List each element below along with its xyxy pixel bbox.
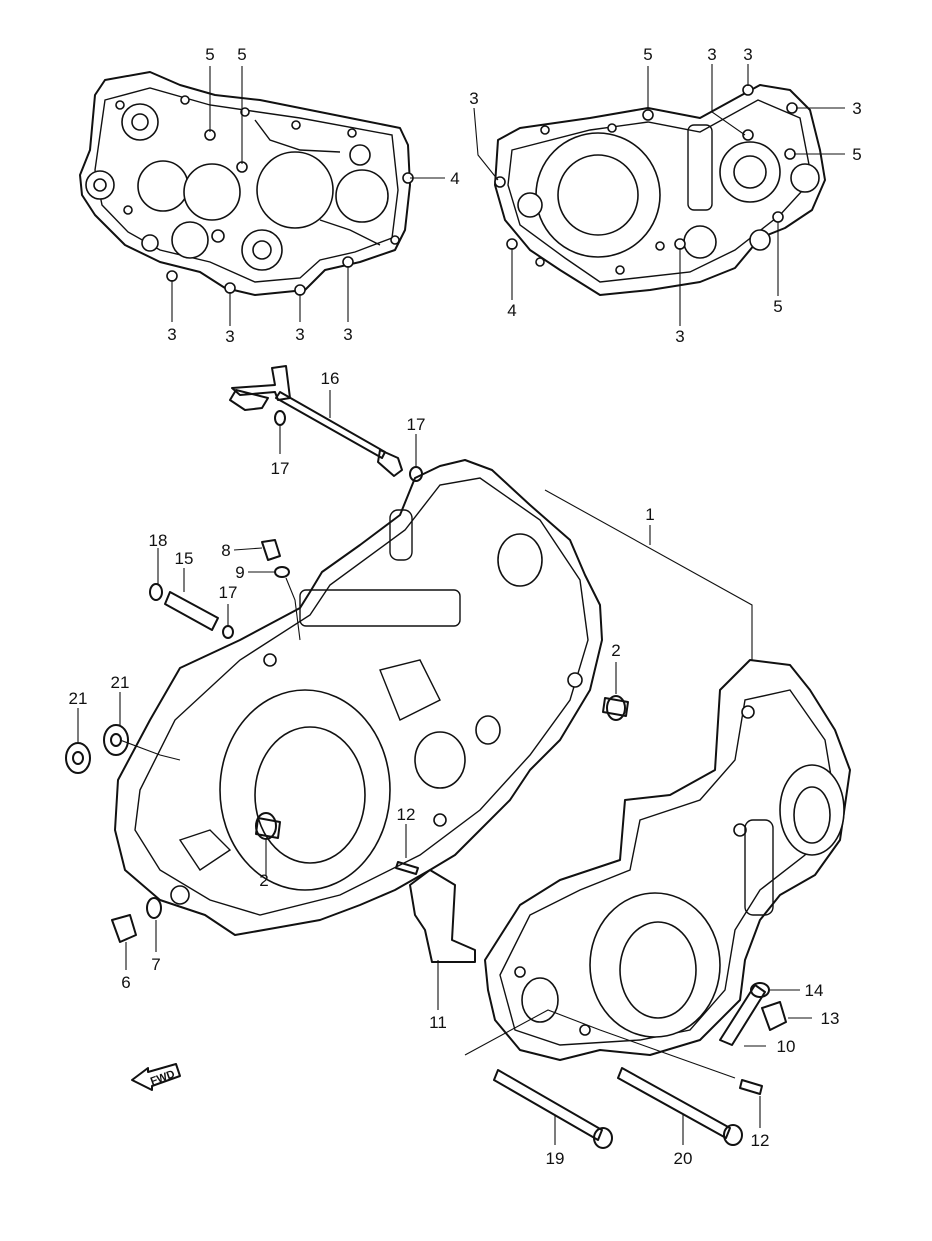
oil-pipe-assembly <box>229 365 423 482</box>
callout-5: 5 <box>773 297 782 316</box>
callout-14: 14 <box>805 981 824 1000</box>
case-bolt-hole-markers <box>115 95 414 296</box>
callout-8: 8 <box>221 541 230 560</box>
callout-9: 9 <box>235 563 244 582</box>
case-bolt-hole-markers <box>494 84 798 275</box>
leader-lines <box>77 64 845 1145</box>
callout-11: 11 <box>429 1013 447 1032</box>
callout-5: 5 <box>852 145 861 164</box>
left-crankcase-inner-view <box>79 71 414 296</box>
callout-21: 21 <box>69 689 88 708</box>
callout-17: 17 <box>271 459 290 478</box>
callout-12: 12 <box>751 1131 770 1150</box>
callout-3: 3 <box>225 327 234 346</box>
callout-10: 10 <box>777 1037 796 1056</box>
left-crankcase-half <box>114 459 603 936</box>
forward-direction-arrow: FWD <box>131 1063 181 1091</box>
callout-3: 3 <box>343 325 352 344</box>
callout-6: 6 <box>121 973 130 992</box>
callout-12: 12 <box>397 805 416 824</box>
callout-labels: 5 5 4 3 3 3 3 5 3 3 3 5 3 4 5 3 16 17 17… <box>69 45 862 1168</box>
callout-5: 5 <box>237 45 246 64</box>
callout-19: 19 <box>546 1149 565 1168</box>
callout-5: 5 <box>205 45 214 64</box>
right-crankcase-inner-view <box>494 84 826 296</box>
callout-2: 2 <box>259 871 268 890</box>
callout-3: 3 <box>469 89 478 108</box>
callout-3: 3 <box>707 45 716 64</box>
callout-7: 7 <box>151 955 160 974</box>
callout-3: 3 <box>852 99 861 118</box>
small-parts <box>65 539 787 1149</box>
callout-3: 3 <box>295 325 304 344</box>
right-crankcase-half <box>484 659 851 1061</box>
callout-2: 2 <box>611 641 620 660</box>
callout-21: 21 <box>111 673 130 692</box>
callout-16: 16 <box>321 369 340 388</box>
callout-18: 18 <box>149 531 168 550</box>
callout-3: 3 <box>675 327 684 346</box>
callout-20: 20 <box>674 1149 693 1168</box>
callout-5: 5 <box>643 45 652 64</box>
callout-1: 1 <box>645 505 654 524</box>
callout-4: 4 <box>507 301 516 320</box>
callout-4: 4 <box>450 169 459 188</box>
callout-17: 17 <box>219 583 238 602</box>
callout-3: 3 <box>167 325 176 344</box>
callout-3: 3 <box>743 45 752 64</box>
callout-13: 13 <box>821 1009 840 1028</box>
callout-17: 17 <box>407 415 426 434</box>
callout-15: 15 <box>175 549 194 568</box>
